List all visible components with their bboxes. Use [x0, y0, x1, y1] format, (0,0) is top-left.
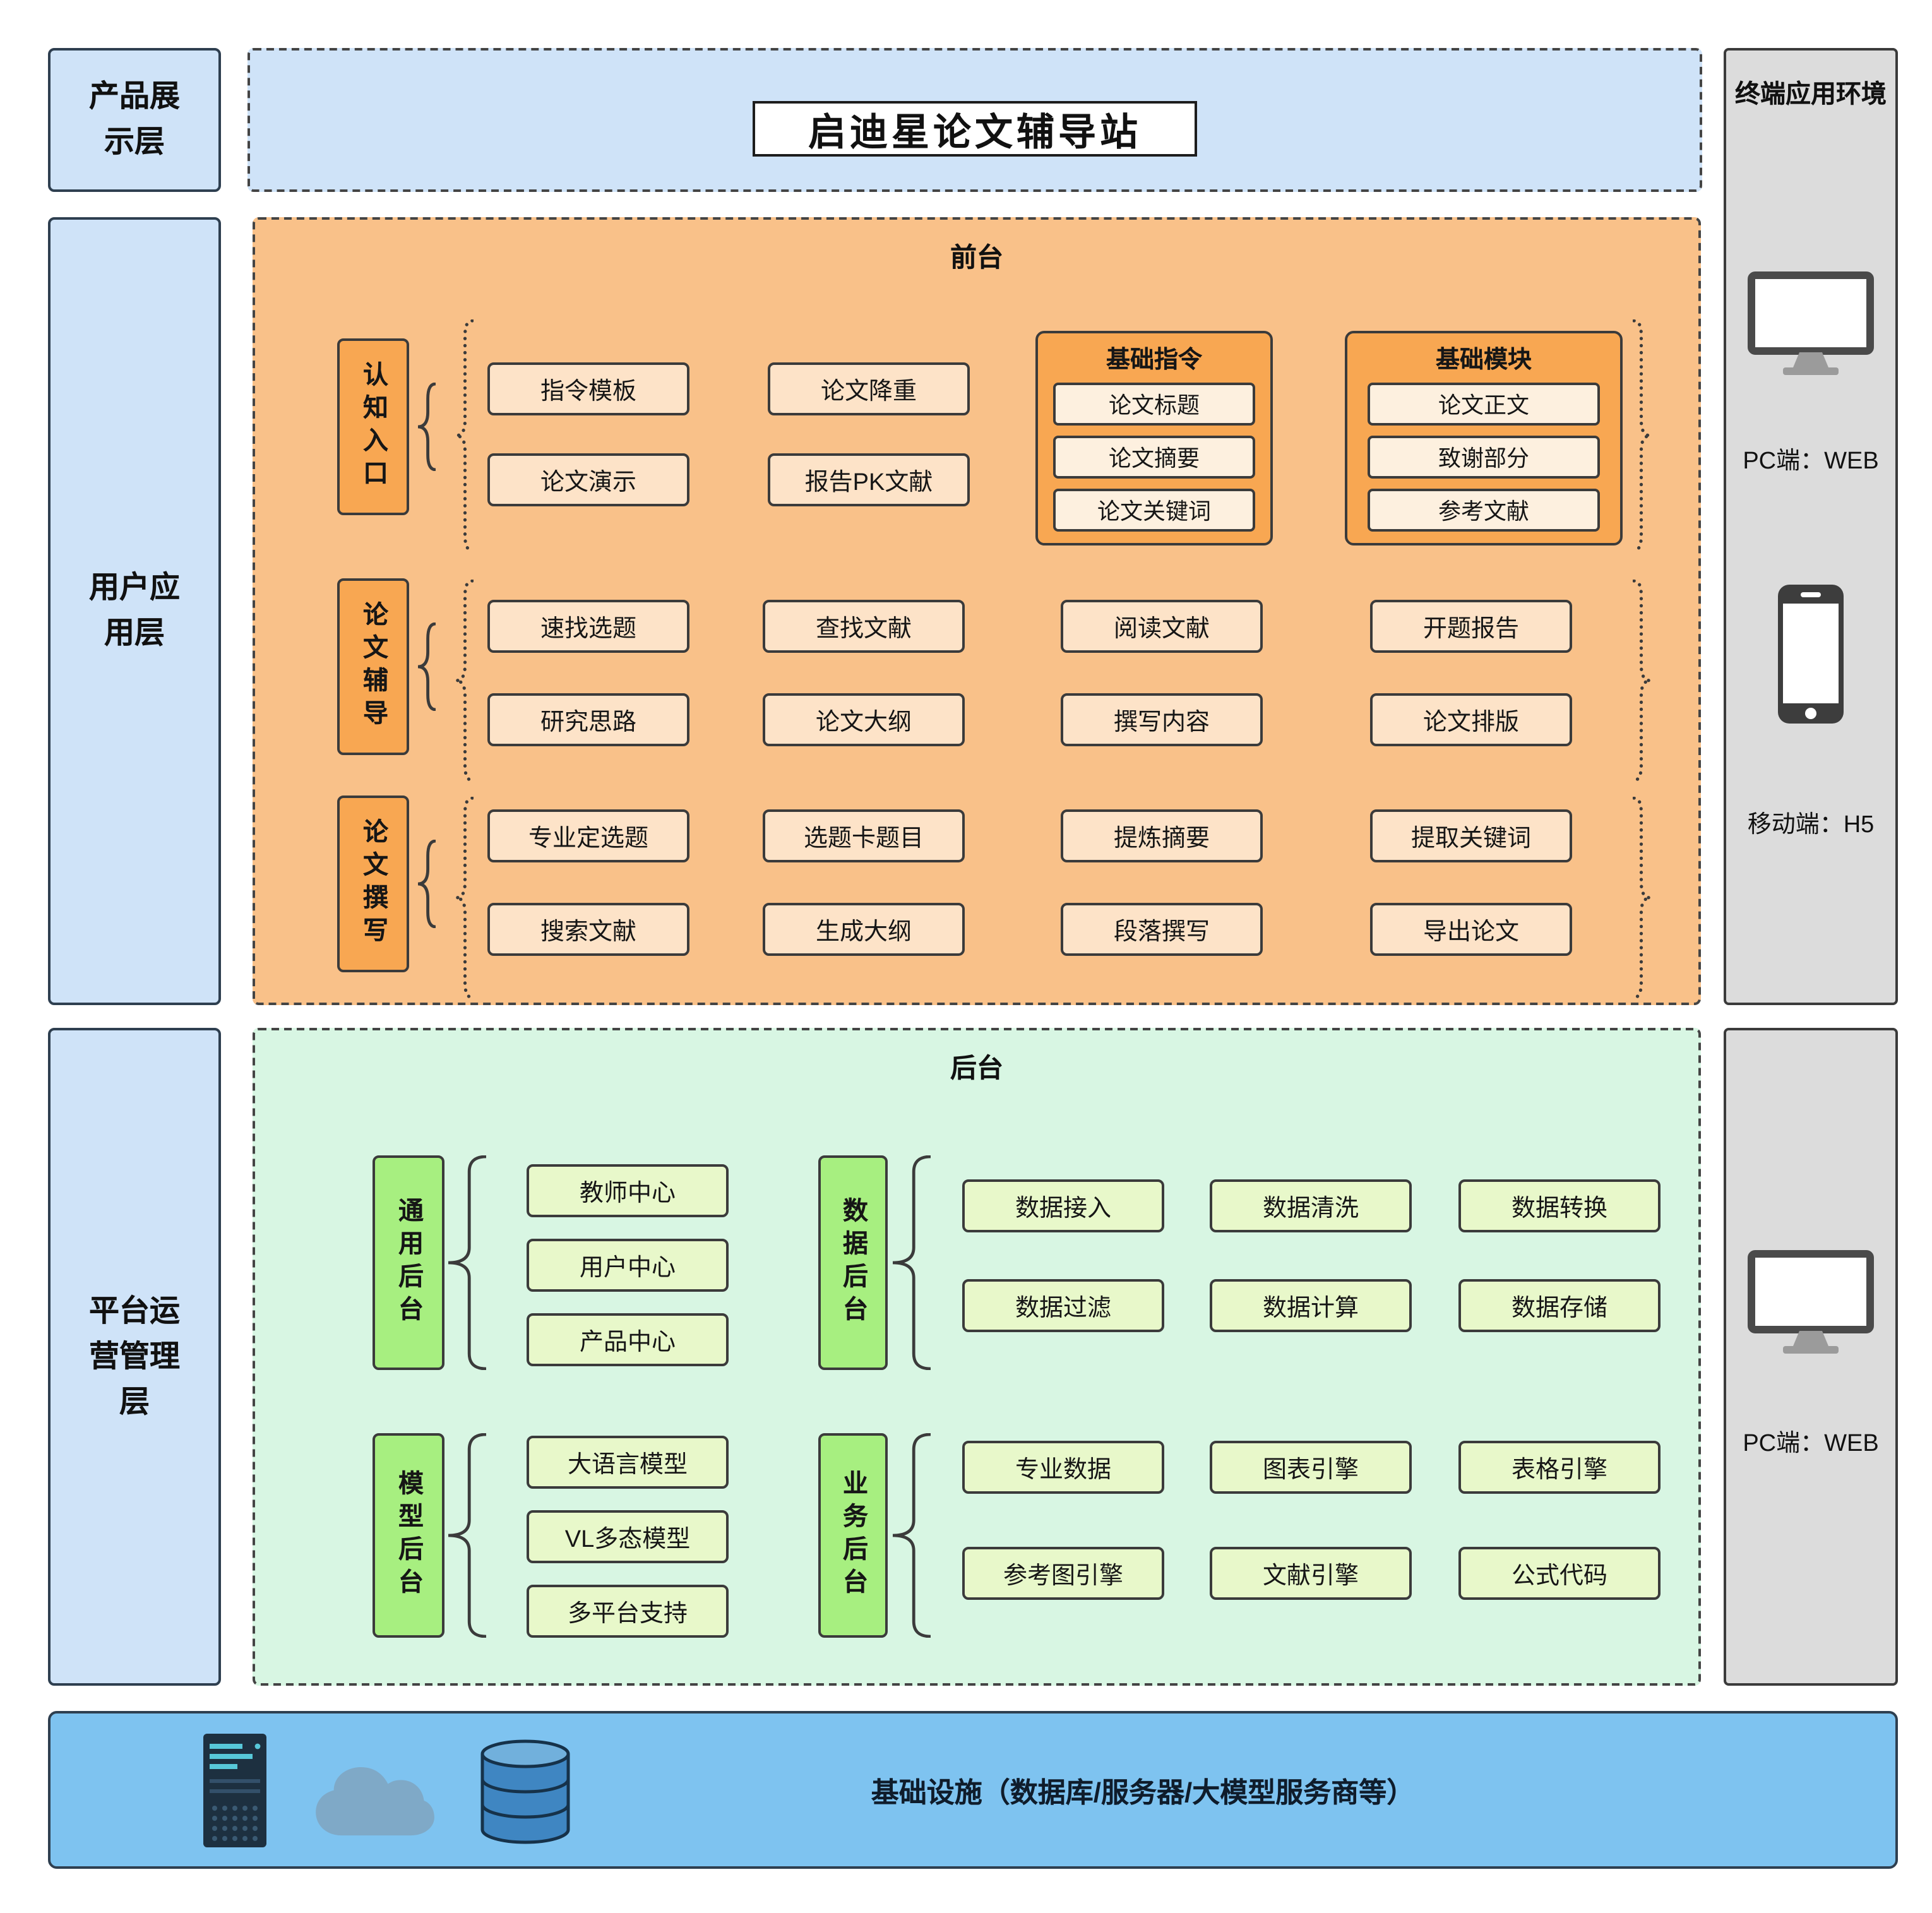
frontend-node: 撰写内容 — [1061, 693, 1263, 746]
terminal-panel-top — [1724, 48, 1898, 1005]
pc-web-label: PC端：WEB — [1743, 448, 1879, 475]
group-label-text: 数据后台 — [838, 1197, 866, 1328]
group-label-cognitive-entry: 认知入口 — [337, 338, 409, 515]
monitor-icon — [1748, 271, 1874, 379]
frontend-node: 导出论文 — [1370, 903, 1572, 956]
frontend-node: 阅读文献 — [1061, 600, 1263, 653]
server-icon — [202, 1732, 268, 1849]
pc-web-label: PC端：WEB — [1743, 1431, 1879, 1457]
group-label-text: 业务后台 — [838, 1470, 866, 1601]
frontend-node: 论文降重 — [768, 362, 970, 415]
backend-node: 图表引擎 — [1210, 1441, 1412, 1494]
group-label-paper-writing: 论文撰写 — [337, 796, 409, 972]
frontend-node: 专业定选题 — [487, 809, 689, 862]
backend-node: 多平台支持 — [527, 1585, 729, 1638]
frontend-title: 前台 — [950, 244, 1003, 273]
frontend-subnode: 论文摘要 — [1053, 436, 1255, 479]
backend-node: 数据过滤 — [962, 1279, 1164, 1332]
frontend-node: 研究思路 — [487, 693, 689, 746]
frontend-node: 段落撰写 — [1061, 903, 1263, 956]
backend-title: 后台 — [950, 1054, 1003, 1083]
frontend-node: 提取关键词 — [1370, 809, 1572, 862]
backend-node: 产品中心 — [527, 1313, 729, 1366]
frontend-subnode: 论文正文 — [1368, 383, 1600, 426]
frontend-node: 开题报告 — [1370, 600, 1572, 653]
frontend-node: 论文演示 — [487, 453, 689, 506]
backend-node: 教师中心 — [527, 1164, 729, 1217]
layer-user-application: 用户应用层 — [48, 217, 221, 1005]
backend-node: 用户中心 — [527, 1239, 729, 1292]
page-title: 启迪星论文辅导站 — [753, 101, 1197, 157]
frontend-node: 指令模板 — [487, 362, 689, 415]
backend-node: 数据清洗 — [1210, 1179, 1412, 1232]
group-label-text: 论文撰写 — [359, 818, 386, 950]
backend-node: 大语言模型 — [527, 1436, 729, 1489]
cloud-icon — [311, 1763, 437, 1839]
database-icon — [477, 1737, 573, 1846]
subgroup-title: 基础指令 — [1106, 347, 1202, 374]
group-label-business-backend: 业务后台 — [818, 1433, 888, 1638]
backend-node: 数据接入 — [962, 1179, 1164, 1232]
group-label-model-backend: 模型后台 — [373, 1433, 444, 1638]
frontend-node: 生成大纲 — [763, 903, 965, 956]
monitor-icon — [1748, 1250, 1874, 1357]
layer-product-display: 产品展示层 — [48, 48, 221, 192]
group-label-text: 论文辅导 — [359, 601, 386, 732]
phone-icon — [1777, 583, 1845, 725]
backend-node: 专业数据 — [962, 1441, 1164, 1494]
frontend-node: 选题卡题目 — [763, 809, 965, 862]
frontend-node: 查找文献 — [763, 600, 965, 653]
layer-platform-operations: 平台运营管理层 — [48, 1028, 221, 1686]
frontend-subnode: 致谢部分 — [1368, 436, 1600, 479]
frontend-node: 速找选题 — [487, 600, 689, 653]
group-label-general-backend: 通用后台 — [373, 1155, 444, 1370]
terminal-title: 终端应用环境 — [1735, 81, 1887, 109]
backend-node: 数据转换 — [1458, 1179, 1661, 1232]
group-label-data-backend: 数据后台 — [818, 1155, 888, 1370]
backend-node: 文献引擎 — [1210, 1547, 1412, 1600]
backend-node: 公式代码 — [1458, 1547, 1661, 1600]
group-label-text: 模型后台 — [394, 1470, 422, 1601]
infrastructure-label: 基础设施（数据库/服务器/大模型服务商等） — [871, 1777, 1415, 1808]
backend-node: VL多态模型 — [527, 1510, 729, 1563]
frontend-subnode: 论文标题 — [1053, 383, 1255, 426]
backend-node: 参考图引擎 — [962, 1547, 1164, 1600]
backend-node: 数据计算 — [1210, 1279, 1412, 1332]
frontend-subnode: 参考文献 — [1368, 489, 1600, 532]
frontend-subnode: 论文关键词 — [1053, 489, 1255, 532]
subgroup-title: 基础模块 — [1435, 347, 1532, 374]
group-label-paper-tutoring: 论文辅导 — [337, 578, 409, 755]
group-label-text: 通用后台 — [394, 1197, 422, 1328]
frontend-node: 搜索文献 — [487, 903, 689, 956]
backend-node: 表格引擎 — [1458, 1441, 1661, 1494]
terminal-panel-bottom — [1724, 1028, 1898, 1686]
mobile-h5-label: 移动端：H5 — [1747, 812, 1875, 838]
frontend-node: 论文大纲 — [763, 693, 965, 746]
frontend-node: 提炼摘要 — [1061, 809, 1263, 862]
frontend-node: 报告PK文献 — [768, 453, 970, 506]
frontend-node: 论文排版 — [1370, 693, 1572, 746]
group-label-text: 认知入口 — [359, 361, 386, 492]
backend-node: 数据存储 — [1458, 1279, 1661, 1332]
